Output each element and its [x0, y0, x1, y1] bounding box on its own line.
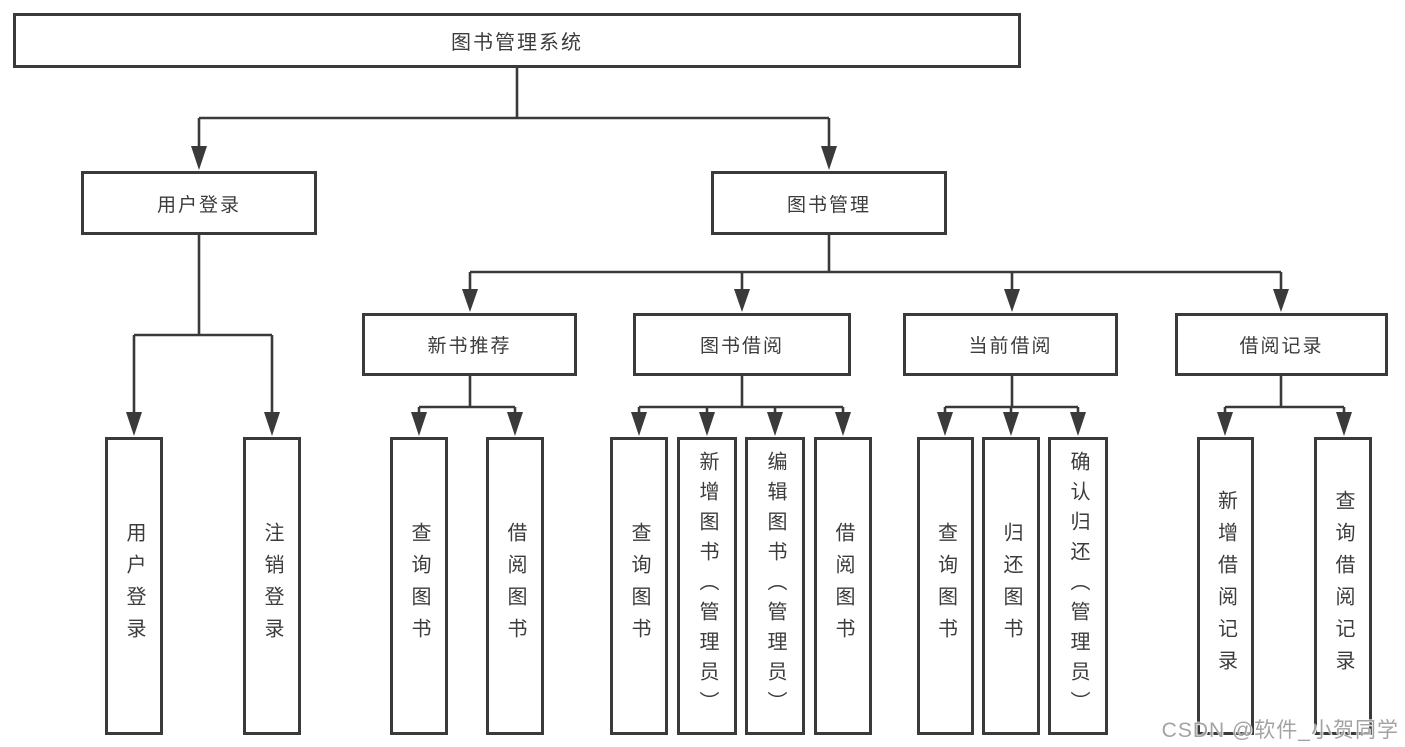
node-borrow-records: 借阅记录: [1175, 313, 1388, 376]
leaf-current-query-books: 查询图书: [917, 437, 974, 735]
node-book-borrowing: 图书借阅: [633, 313, 851, 376]
leaf-label: 注销登录: [261, 522, 283, 650]
leaf-recommend-borrow-books: 借阅图书: [486, 437, 544, 735]
node-label: 图书管理系统: [451, 32, 583, 54]
leaf-label: 归还图书: [1000, 522, 1022, 650]
leaf-label: 借阅图书: [504, 522, 526, 650]
node-label: 用户登录: [156, 194, 241, 216]
node-new-book-recommend: 新书推荐: [362, 313, 577, 376]
leaf-label: 查询图书: [408, 522, 430, 650]
node-label: 图书借阅: [699, 336, 784, 357]
leaf-label: 查询借阅记录: [1332, 490, 1354, 682]
csdn-watermark: CSDN @软件_小贺同学: [1161, 719, 1399, 742]
leaf-label: 查询图书: [934, 522, 957, 650]
leaf-label: 编辑图书（管理员）: [764, 451, 786, 721]
leaf-current-return-books: 归还图书: [982, 437, 1040, 735]
leaf-recommend-query-books: 查询图书: [390, 437, 448, 735]
node-user-login: 用户登录: [81, 171, 317, 235]
node-label: 图书管理: [786, 194, 871, 216]
leaf-label: 新增借阅记录: [1214, 490, 1237, 682]
node-label: 当前借阅: [968, 336, 1053, 357]
leaf-label: 查询图书: [628, 522, 650, 650]
leaf-borrowing-edit-books-admin: 编辑图书（管理员）: [745, 437, 805, 735]
leaf-label: 借阅图书: [832, 522, 854, 650]
leaf-borrowing-borrow-books: 借阅图书: [814, 437, 872, 735]
leaf-borrowing-query-books: 查询图书: [610, 437, 668, 735]
node-book-management: 图书管理: [711, 171, 947, 235]
leaf-records-add-borrow-record: 新增借阅记录: [1197, 437, 1254, 735]
node-label: 新书推荐: [427, 336, 512, 357]
node-library-management-system: 图书管理系统: [13, 13, 1021, 68]
leaf-label: 确认归还（管理员）: [1067, 451, 1089, 721]
leaf-logout: 注销登录: [243, 437, 301, 735]
leaf-label: 新增图书（管理员）: [696, 451, 718, 721]
leaf-records-query-borrow-record: 查询借阅记录: [1314, 437, 1372, 735]
leaf-label: 用户登录: [123, 522, 145, 650]
node-label: 借阅记录: [1239, 336, 1324, 357]
leaf-borrowing-add-books-admin: 新增图书（管理员）: [677, 437, 737, 735]
leaf-current-confirm-return-admin: 确认归还（管理员）: [1048, 437, 1108, 735]
leaf-user-login: 用户登录: [105, 437, 163, 735]
node-current-borrowing: 当前借阅: [903, 313, 1118, 376]
